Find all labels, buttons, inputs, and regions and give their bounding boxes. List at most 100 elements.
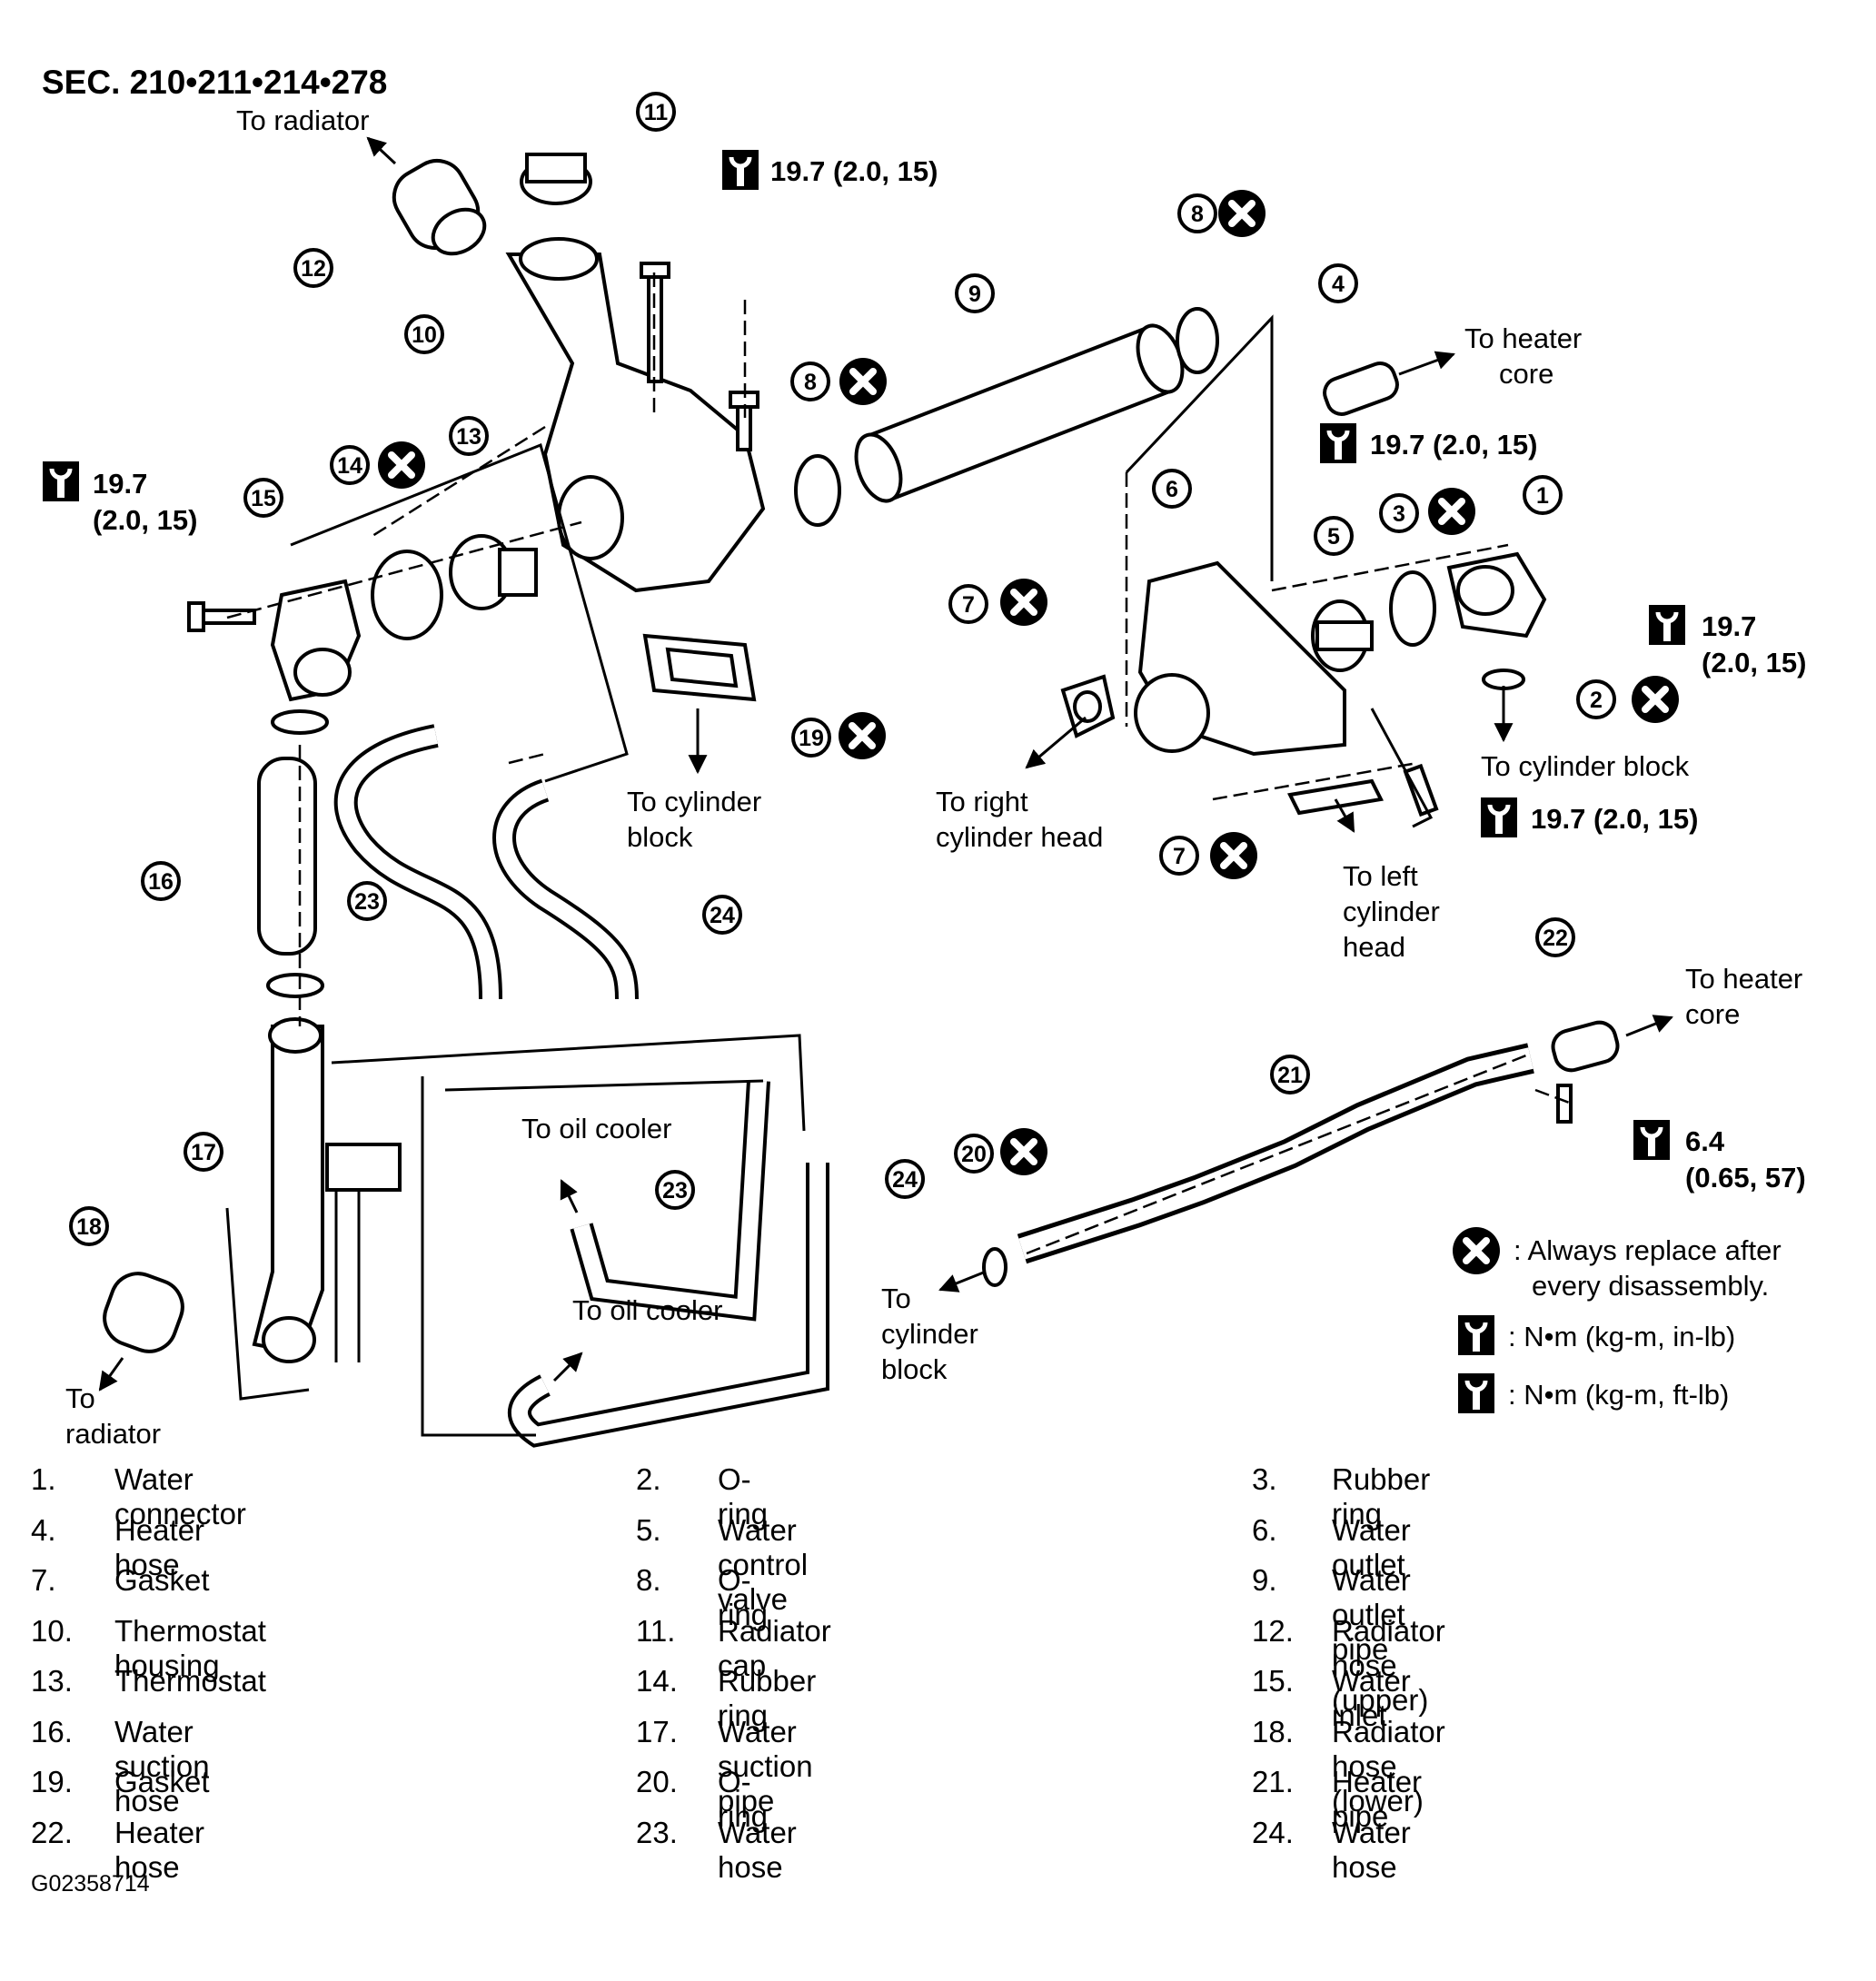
callout-13: 13 <box>449 416 489 456</box>
radiator-hose-upper <box>392 159 487 256</box>
callout-3: 3 <box>1379 493 1419 533</box>
part-number: 11. <box>636 1613 676 1648</box>
callout-19: 19 <box>791 718 831 758</box>
part-number: 20. <box>636 1765 678 1798</box>
callout-11: 11 <box>636 92 676 132</box>
label-to-cylinder-block-lower-2: cylinder <box>881 1318 978 1350</box>
callout-6: 6 <box>1152 469 1192 509</box>
torque-left-1: 19.7 <box>93 468 147 500</box>
key-ftlb: : N•m (kg-m, ft-lb) <box>1508 1379 1729 1411</box>
part-number: 16. <box>31 1714 73 1748</box>
part-name: Gasket <box>114 1765 210 1798</box>
svg-text:20: 20 <box>961 1142 987 1167</box>
label-to-heater-core-upper-2: core <box>1499 358 1553 390</box>
part-name: Water hose <box>1332 1815 1411 1884</box>
label-to-left-head-1: To left <box>1343 860 1418 892</box>
callout-10: 10 <box>404 314 444 354</box>
part-name: Heater hose <box>114 1512 205 1581</box>
section-title: SEC. 210•211•214•278 <box>42 64 387 101</box>
label-to-radiator-bottom-2: radiator <box>65 1418 161 1450</box>
part-name: Radiator hose (upper) <box>1332 1613 1445 1717</box>
water-suction-hose <box>257 757 317 956</box>
svg-text:15: 15 <box>251 486 276 511</box>
part-number: 3. <box>1252 1462 1277 1496</box>
rubber-ring-14 <box>371 550 443 640</box>
gasket-19 <box>642 633 757 702</box>
part-number: 7. <box>31 1563 56 1597</box>
thermostat <box>449 534 538 610</box>
callout-8: 8 <box>1177 193 1217 233</box>
svg-text:13: 13 <box>456 424 481 450</box>
part-name: Water hose <box>718 1815 797 1884</box>
svg-text:23: 23 <box>662 1178 688 1203</box>
clamp-a <box>271 709 329 735</box>
label-to-left-head-3: head <box>1343 931 1405 963</box>
callout-18: 18 <box>69 1206 109 1246</box>
svg-text:10: 10 <box>412 322 437 348</box>
svg-text:8: 8 <box>804 370 817 395</box>
o-ring-8a <box>794 454 841 527</box>
svg-text:2: 2 <box>1590 688 1603 713</box>
water-inlet <box>270 579 362 702</box>
torque-right-2: (2.0, 15) <box>1702 647 1806 678</box>
callout-22: 22 <box>1535 917 1575 957</box>
key-replace: : Always replace after <box>1514 1234 1782 1266</box>
part-name: Rubber ring <box>718 1664 817 1732</box>
svg-text:4: 4 <box>1332 272 1345 297</box>
callout-23: 23 <box>655 1170 695 1210</box>
label-to-right-head-2: cylinder head <box>936 821 1103 853</box>
part-name: O-ring <box>718 1563 769 1631</box>
heater-hose-4 <box>1323 362 1399 416</box>
water-hose-23a <box>333 724 502 1000</box>
svg-text:9: 9 <box>968 282 981 307</box>
part-number: 23. <box>636 1815 678 1849</box>
svg-text:14: 14 <box>337 453 362 479</box>
part-number: 6. <box>1252 1512 1277 1547</box>
callout-17: 17 <box>184 1132 223 1172</box>
key-replace-2: every disassembly. <box>1532 1270 1769 1302</box>
svg-text:19: 19 <box>799 726 824 751</box>
part-number: 18. <box>1252 1714 1294 1748</box>
callout-5: 5 <box>1314 516 1354 556</box>
torque-left-head: 19.7 (2.0, 15) <box>1531 803 1698 835</box>
part-name: Water connector <box>114 1462 246 1530</box>
svg-text:6: 6 <box>1166 477 1178 502</box>
svg-text:11: 11 <box>644 100 669 125</box>
svg-text:7: 7 <box>1173 844 1186 869</box>
water-outlet-pipe <box>854 323 1185 503</box>
part-number: 13. <box>31 1664 73 1698</box>
gasket-7a <box>1060 674 1116 738</box>
callout-24: 24 <box>885 1159 925 1199</box>
part-name: Water control valve <box>718 1512 809 1616</box>
label-to-oil-cooler-2: To oil cooler <box>572 1294 722 1326</box>
torque-heater-2: (0.65, 57) <box>1685 1162 1806 1194</box>
part-name: Rubber ring <box>1332 1462 1431 1530</box>
svg-text:16: 16 <box>148 869 174 895</box>
water-suction-pipe <box>252 1017 402 1363</box>
label-to-cylinder-block-lower-1: To <box>881 1283 911 1314</box>
part-number: 24. <box>1252 1815 1294 1849</box>
label-to-radiator-bottom-1: To <box>65 1382 95 1414</box>
thermostat-housing <box>505 237 766 593</box>
rubber-ring-3 <box>1389 570 1436 647</box>
torque-water-outlet: 19.7 (2.0, 15) <box>1370 429 1537 461</box>
water-connector <box>1446 551 1547 639</box>
svg-text:24: 24 <box>892 1167 918 1193</box>
water-control-valve <box>1311 599 1374 672</box>
label-to-heater-core-lower-2: core <box>1685 998 1740 1030</box>
heater-hose-22 <box>1551 1020 1620 1073</box>
callout-8: 8 <box>790 362 830 401</box>
clamp-b <box>266 973 324 998</box>
label-to-right-head-1: To right <box>936 786 1028 817</box>
svg-text:3: 3 <box>1393 501 1405 527</box>
part-number: 2. <box>636 1462 661 1496</box>
key-inlb: : N•m (kg-m, in-lb) <box>1508 1321 1735 1352</box>
torque-top: 19.7 (2.0, 15) <box>770 155 938 187</box>
callout-4: 4 <box>1318 263 1358 303</box>
part-name: Water outlet <box>1332 1512 1411 1581</box>
part-number: 12. <box>1252 1613 1294 1648</box>
svg-text:12: 12 <box>301 256 326 282</box>
svg-text:5: 5 <box>1327 524 1340 550</box>
part-name: Water suction hose <box>114 1714 210 1818</box>
callout-24: 24 <box>702 895 742 935</box>
